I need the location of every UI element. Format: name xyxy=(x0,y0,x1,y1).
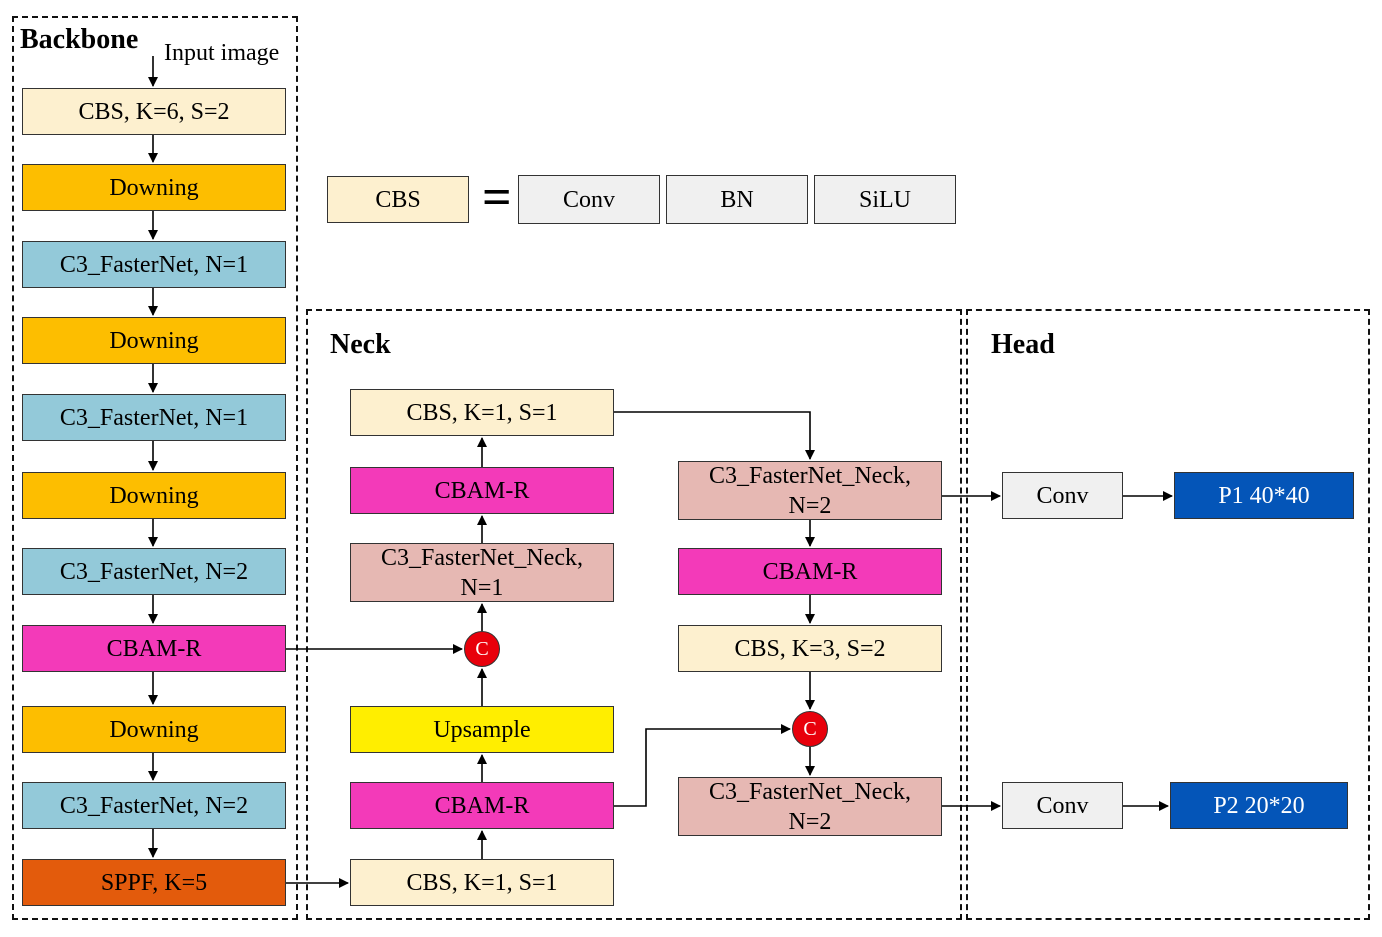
neck-concat-right: C xyxy=(792,711,828,747)
head-conv-bottom: Conv xyxy=(1002,782,1123,829)
backbone-c3-fasternet-2: C3_FasterNet, N=1 xyxy=(22,394,286,441)
neck-c3-neck-n1: C3_FasterNet_Neck, N=1 xyxy=(350,543,614,602)
input-image-label: Input image xyxy=(164,40,280,66)
head-conv-top: Conv xyxy=(1002,472,1123,519)
backbone-downing-1: Downing xyxy=(22,164,286,211)
backbone-downing-3: Downing xyxy=(22,472,286,519)
backbone-downing-4: Downing xyxy=(22,706,286,753)
backbone-title: Backbone xyxy=(20,24,139,55)
neck-c3-neck-n2-bottom-line2: N=2 xyxy=(788,808,832,835)
neck-c3-neck-n2-top-line1: C3_FasterNet_Neck, xyxy=(709,462,911,489)
legend-conv: Conv xyxy=(518,175,660,224)
neck-upsample: Upsample xyxy=(350,706,614,753)
neck-c3-neck-n2-bottom: C3_FasterNet_Neck, N=2 xyxy=(678,777,942,836)
neck-c3-neck-n2-top: C3_FasterNet_Neck, N=2 xyxy=(678,461,942,520)
backbone-c3-fasternet-1: C3_FasterNet, N=1 xyxy=(22,241,286,288)
backbone-cbs-k6: CBS, K=6, S=2 xyxy=(22,88,286,135)
backbone-sppf: SPPF, K=5 xyxy=(22,859,286,906)
head-output-p1: P1 40*40 xyxy=(1174,472,1354,519)
neck-concat-left: C xyxy=(464,631,500,667)
neck-cbs-bottom: CBS, K=1, S=1 xyxy=(350,859,614,906)
neck-region xyxy=(306,309,962,920)
neck-c3-neck-n1-line2: N=1 xyxy=(460,574,504,601)
legend-silu: SiLU xyxy=(814,175,956,224)
legend-bn: BN xyxy=(666,175,808,224)
legend-cbs: CBS xyxy=(327,176,469,223)
backbone-downing-2: Downing xyxy=(22,317,286,364)
head-title: Head xyxy=(991,329,1055,360)
neck-cbam-upper: CBAM-R xyxy=(350,467,614,514)
legend-equals: = xyxy=(482,169,512,226)
backbone-c3-fasternet-4: C3_FasterNet, N=2 xyxy=(22,782,286,829)
neck-c3-neck-n1-line1: C3_FasterNet_Neck, xyxy=(381,544,583,571)
neck-c3-neck-n2-top-line2: N=2 xyxy=(788,492,832,519)
neck-cbs-top: CBS, K=1, S=1 xyxy=(350,389,614,436)
neck-c3-neck-n2-bottom-line1: C3_FasterNet_Neck, xyxy=(709,778,911,805)
head-region xyxy=(966,309,1370,920)
neck-cbam-lower: CBAM-R xyxy=(350,782,614,829)
backbone-cbam-r: CBAM-R xyxy=(22,625,286,672)
backbone-region xyxy=(12,16,298,920)
neck-right-cbs-k3: CBS, K=3, S=2 xyxy=(678,625,942,672)
neck-right-cbam: CBAM-R xyxy=(678,548,942,595)
head-output-p2: P2 20*20 xyxy=(1170,782,1348,829)
neck-title: Neck xyxy=(330,329,391,360)
backbone-c3-fasternet-3: C3_FasterNet, N=2 xyxy=(22,548,286,595)
